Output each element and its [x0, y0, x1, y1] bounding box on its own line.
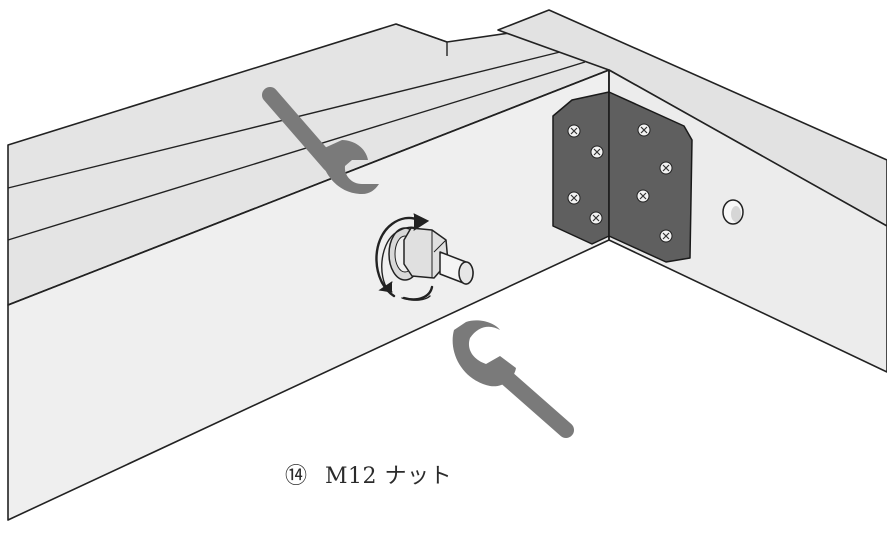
hex-nut: [403, 227, 449, 279]
corner-bracket: [552, 91, 693, 263]
bolt-hole-inner: [731, 206, 741, 222]
wrench-icon: [452, 320, 574, 438]
wrench-icon: [262, 87, 379, 194]
bolt-nut-assembly: [388, 227, 474, 285]
beam-edge-line: [7, 69, 610, 306]
rotate-arrows-icon: [375, 213, 434, 301]
callout-number: ⑭: [285, 464, 308, 489]
right-beam-top: [497, 9, 887, 227]
left-beam: [7, 23, 610, 521]
groove-line: [395, 23, 448, 56]
part-callout: ⑭ M12 ナット: [285, 458, 452, 490]
groove-line: [7, 61, 586, 241]
part-name: M12 ナット: [325, 464, 453, 489]
